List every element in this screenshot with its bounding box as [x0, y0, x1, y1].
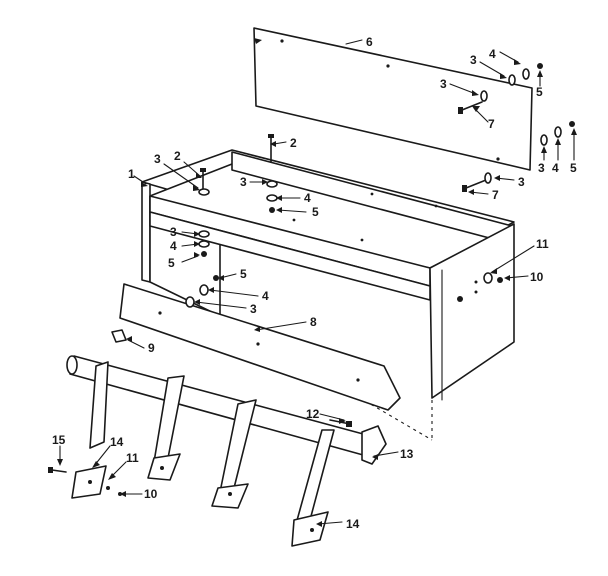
- box-body-part-1: [141, 149, 515, 441]
- callout-1: 1: [128, 167, 135, 181]
- callout-14: 14: [110, 435, 124, 449]
- callout-7: 7: [488, 117, 495, 131]
- callout-8: 8: [310, 315, 317, 329]
- callout-4: 4: [262, 289, 269, 303]
- callout-7: 7: [492, 188, 499, 202]
- callout-12: 12: [306, 407, 320, 421]
- bolts-nuts-washers: [48, 63, 575, 496]
- callout-5: 5: [570, 161, 577, 175]
- callout-3: 3: [470, 53, 477, 67]
- callout-5: 5: [312, 205, 319, 219]
- callout-10: 10: [530, 270, 544, 284]
- callout-4: 4: [489, 47, 496, 61]
- callout-2: 2: [174, 149, 181, 163]
- callout-4: 4: [552, 161, 559, 175]
- callout-11: 11: [126, 451, 139, 465]
- callout-3: 3: [154, 152, 161, 166]
- callout-11: 11: [536, 237, 549, 251]
- callout-3: 3: [518, 175, 525, 189]
- callout-2: 2: [290, 136, 297, 150]
- tines: [71, 361, 335, 547]
- deflector-plate-part-8: [119, 283, 401, 411]
- callout-9: 9: [148, 341, 155, 355]
- callout-14: 14: [346, 517, 360, 531]
- callout-5: 5: [536, 85, 543, 99]
- callout-3: 3: [250, 302, 257, 316]
- callout-3: 3: [170, 225, 177, 239]
- callout-3: 3: [240, 175, 247, 189]
- callout-4: 4: [304, 191, 311, 205]
- callout-10: 10: [144, 487, 158, 501]
- callout-5: 5: [240, 267, 247, 281]
- back-panel-part-6: [253, 27, 533, 171]
- callout-3: 3: [538, 161, 545, 175]
- bracket-part-13: [361, 425, 387, 465]
- callout-numbers: 6 4 3 3 5 7 2 3 2 1 3 4 5 3 4 5 3 4 5 3 …: [52, 35, 577, 531]
- callout-5: 5: [168, 256, 175, 270]
- leader-lines: [57, 38, 577, 527]
- callout-15: 15: [52, 433, 66, 447]
- callout-13: 13: [400, 447, 414, 461]
- callout-3: 3: [440, 77, 447, 91]
- callout-6: 6: [366, 35, 373, 49]
- callout-4: 4: [170, 239, 177, 253]
